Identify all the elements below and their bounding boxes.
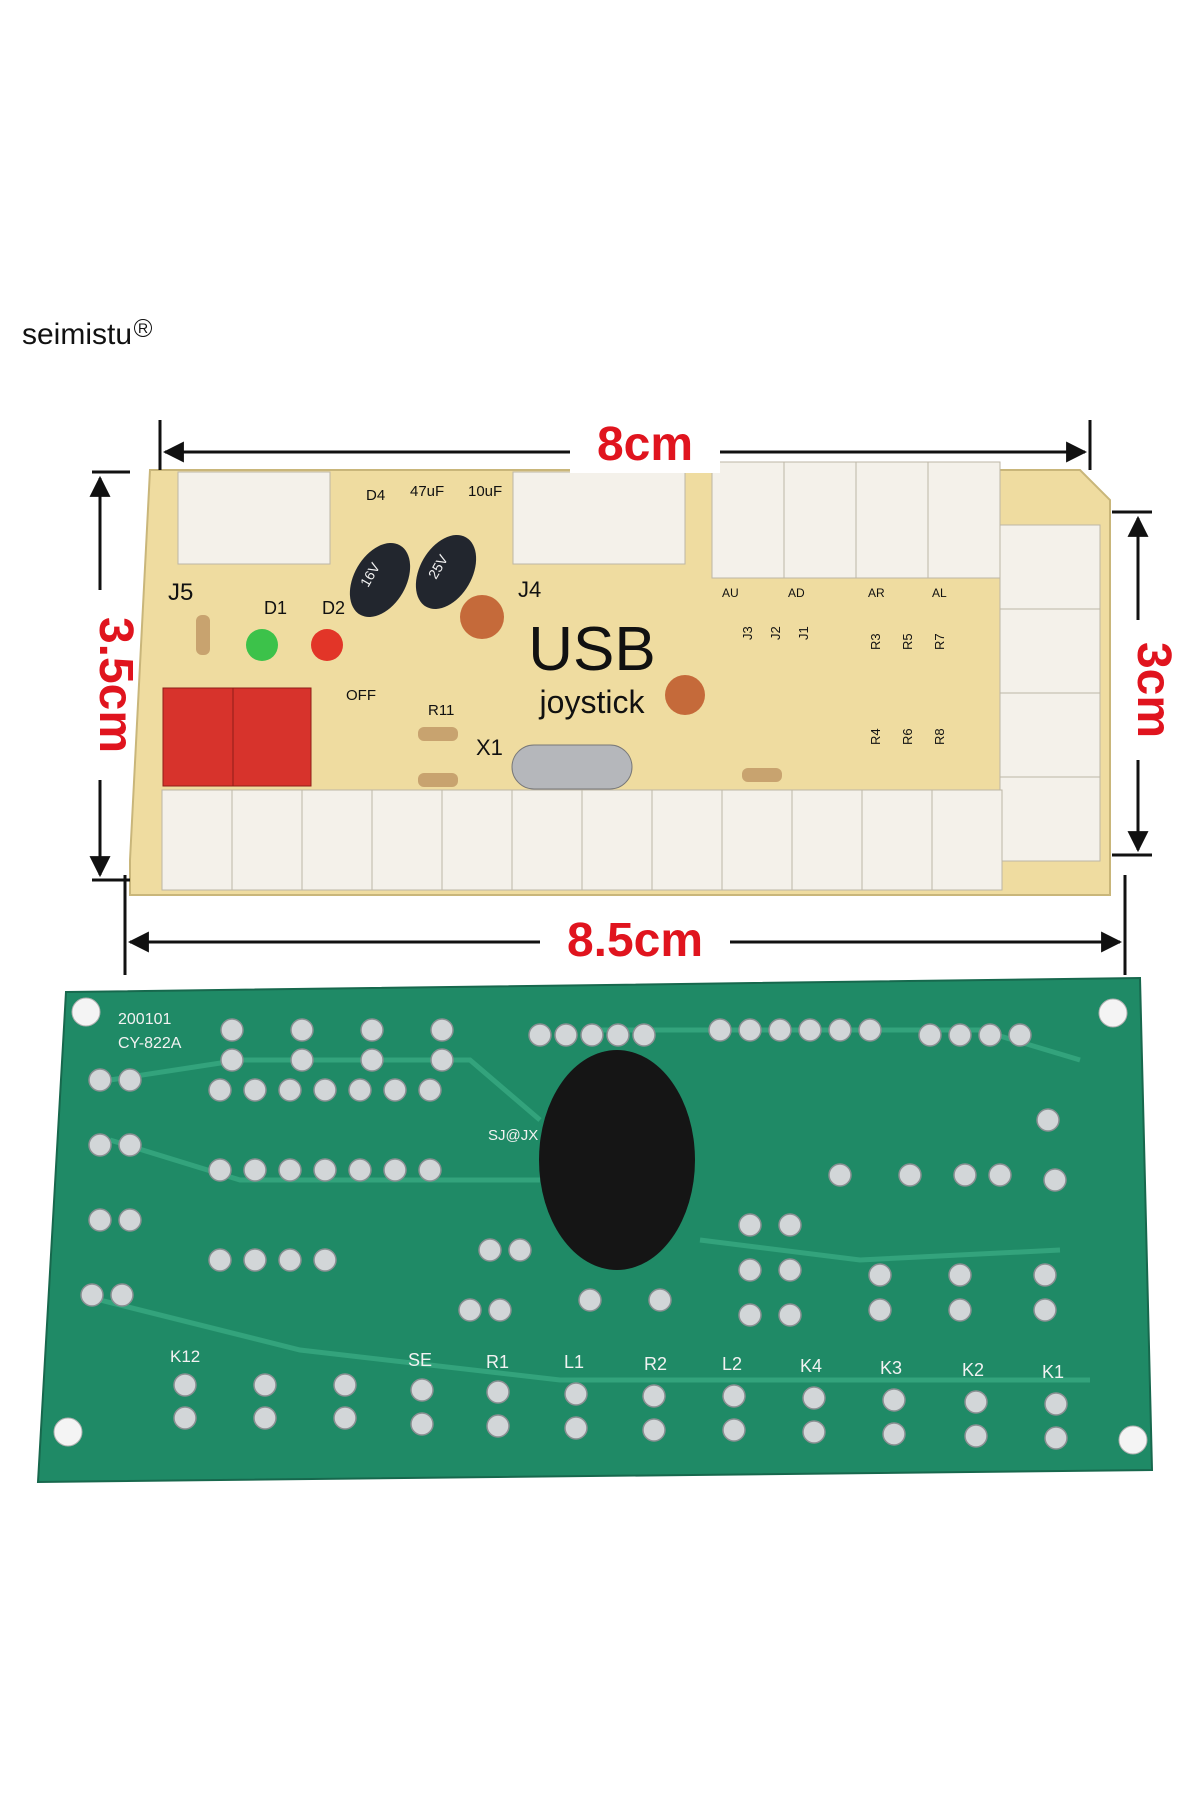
pcb-top-side: USB joystick J5 D1 D2 D4 47uF 10uF J4 R1… — [129, 461, 1111, 896]
silk-k12: K12 — [170, 1347, 200, 1366]
registered-mark: R — [134, 319, 153, 337]
silk-l2: L2 — [722, 1354, 742, 1374]
silk-r8: R8 — [932, 728, 947, 745]
silk-ad: AD — [788, 586, 805, 600]
silk-r7: R7 — [932, 633, 947, 650]
silk-ar: AR — [868, 586, 885, 600]
silk-k1: K1 — [1042, 1362, 1064, 1382]
dim-bottom-width: 8.5cm — [567, 914, 703, 967]
silk-maker: SJ@JX — [488, 1127, 538, 1144]
silk-k3: K3 — [880, 1358, 902, 1378]
silk-j1: J1 — [796, 626, 811, 640]
silk-10uf: 10uF — [468, 483, 502, 500]
silk-j4: J4 — [518, 577, 541, 602]
silk-k2: K2 — [962, 1360, 984, 1380]
dim-left-height: 3.5cm — [89, 617, 142, 753]
silk-al: AL — [932, 586, 947, 600]
silk-code: 200101 — [118, 1011, 171, 1028]
silk-j3: J3 — [740, 626, 755, 640]
silk-r11: R11 — [428, 702, 454, 719]
silk-model: CY-822A — [118, 1035, 182, 1052]
brand-name: seimistu — [22, 318, 133, 351]
silk-d2: D2 — [322, 598, 345, 618]
dim-right-height: 3cm — [1127, 642, 1180, 738]
silk-47uf: 47uF — [410, 483, 444, 500]
silk-k4: K4 — [800, 1356, 822, 1376]
silk-r2: R2 — [644, 1354, 667, 1374]
silk-off: OFF — [346, 687, 376, 704]
board-title: USB — [528, 615, 655, 684]
dim-top-width: 8cm — [597, 418, 693, 471]
silk-r4: R4 — [868, 728, 883, 745]
pcb-bottom-side: 200101 CY-822A SJ@JX K12 SE R1 L1 R2 L2 … — [36, 976, 1154, 1484]
silk-r5: R5 — [900, 633, 915, 650]
silk-j2: J2 — [768, 626, 783, 640]
silk-se: SE — [408, 1350, 432, 1370]
silk-x1: X1 — [476, 735, 503, 760]
silk-l1: L1 — [564, 1352, 584, 1372]
silk-r3: R3 — [868, 633, 883, 650]
board-subtitle: joystick — [539, 684, 646, 720]
silk-au: AU — [722, 586, 739, 600]
silk-r6: R6 — [900, 728, 915, 745]
silk-d1: D1 — [264, 598, 287, 618]
silk-j5: J5 — [168, 579, 193, 606]
silk-d4: D4 — [366, 487, 385, 504]
silk-r1: R1 — [486, 1352, 509, 1372]
